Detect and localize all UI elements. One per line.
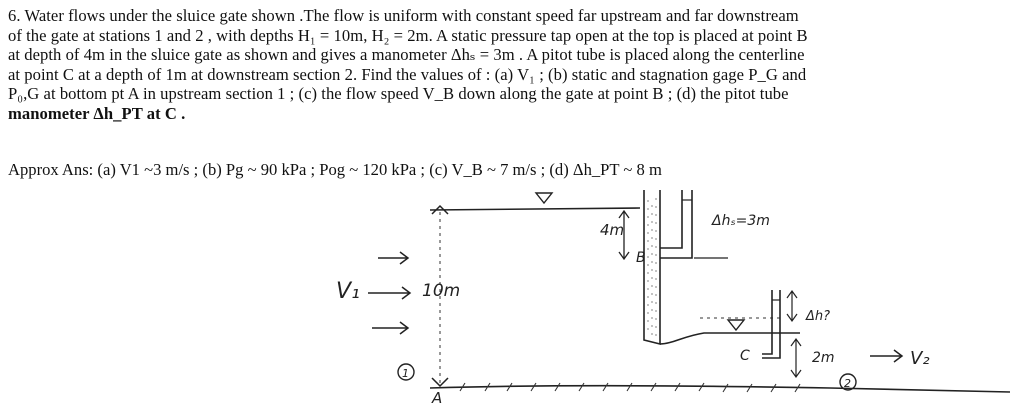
problem-line-4: at point C at a depth of 1m at downstrea… [8,64,807,84]
dh-pt-marker-icon [786,289,798,323]
label-dh-s: Δhₛ=3m [711,213,770,229]
pitot-tube [762,290,781,359]
label-v2: V₂ [910,348,930,369]
depth-4m-marker-icon [618,209,630,261]
upstream-free-surface [429,207,641,211]
channel-bed [429,384,1011,393]
problem-line-1: 6. Water flows under the sluice gate sho… [8,6,799,25]
gate-hatching [647,198,657,338]
flow-arrow-icon [372,321,410,335]
label-2m: 2m [812,350,835,366]
problem-line-6: manometer Δh_PT at C . [8,103,186,123]
label-point-a: A [431,389,442,407]
label-point-b: B [636,250,646,266]
label-point-c: C [740,348,750,364]
label-v1: V₁ [336,279,360,304]
bed-hatching [459,382,801,393]
label-4m: 4m [600,221,624,239]
flow-arrow-icon [378,251,410,265]
depth-2m-marker-icon [790,337,802,379]
depth-10m-arrow-top-icon [431,204,449,215]
problem-line-5: P₀,G at bottom pt A in upstream section … [8,84,789,103]
label-dh-pt: Δh? [805,309,830,324]
approx-answer: Approx Ans: (a) V1 ~3 m/s ; (b) Pg ~ 90 … [8,160,662,179]
label-station-2: 2 [844,377,851,390]
downstream-surface-marker-icon [726,319,746,332]
downstream-free-surface [659,332,800,345]
label-station-1: 1 [402,367,409,380]
station-2-circle-icon [839,373,857,391]
problem-statement: 6. Water flows under the sluice gate sho… [8,6,1013,123]
label-10m: 10m [422,281,460,301]
problem-line-2: of the gate at stations 1 and 2 , with d… [8,25,808,45]
flow-arrow-icon [368,286,412,300]
v2-arrow-icon [870,349,904,363]
station-1-circle-icon [397,363,415,381]
sluice-gate [643,190,661,346]
upstream-surface-marker-icon [534,192,554,205]
depth-10m-arrow-bottom-icon [431,377,449,388]
problem-line-3: at depth of 4m in the sluice gate as sho… [8,45,805,64]
static-tap-manometer [660,190,693,259]
